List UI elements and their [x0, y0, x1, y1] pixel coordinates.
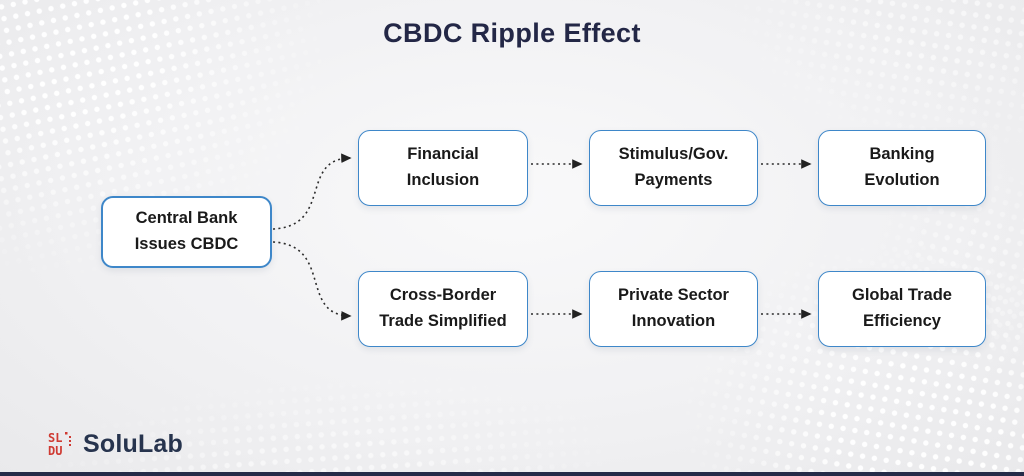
- brand-name: SoluLab: [83, 430, 184, 458]
- node-label-line: Central Bank: [135, 209, 238, 228]
- node-label-line: Inclusion: [406, 171, 480, 189]
- connector-root-to-financial-inclusion: [272, 153, 352, 230]
- solulab-logo: SL DU SoluLab: [48, 430, 183, 459]
- node-label-line: Private Sector: [618, 286, 729, 305]
- node-label-line: Issues CBDC: [134, 235, 239, 253]
- node-banking-evolution: Banking Evolution: [818, 130, 986, 206]
- connector-root-to-cross-border: [272, 241, 352, 321]
- node-private-sector-innovation: Private Sector Innovation: [589, 271, 758, 347]
- node-central-bank-issues-cbdc: Central Bank Issues CBDC: [101, 196, 272, 268]
- node-label-line: Payments: [634, 171, 713, 189]
- node-label-line: Innovation: [631, 312, 716, 330]
- node-stimulus-gov-payments: Stimulus/Gov. Payments: [589, 130, 758, 206]
- node-label-line: Global Trade: [852, 286, 952, 305]
- node-label-line: Financial: [407, 145, 479, 164]
- node-cross-border-trade-simplified: Cross-Border Trade Simplified: [358, 271, 528, 347]
- node-label-line: Stimulus/Gov.: [618, 145, 729, 164]
- node-label-line: Banking: [869, 145, 935, 164]
- node-label-line: Evolution: [864, 171, 940, 189]
- node-label-line: Cross-Border: [389, 286, 497, 305]
- node-label-line: Trade Simplified: [379, 312, 507, 330]
- node-global-trade-efficiency: Global Trade Efficiency: [818, 271, 986, 347]
- svg-text:SL: SL: [48, 431, 62, 445]
- page-title: CBDC Ripple Effect: [383, 18, 641, 48]
- node-label-line: Efficiency: [863, 312, 941, 330]
- svg-text:DU: DU: [48, 444, 62, 458]
- bottom-accent-bar: [0, 472, 1024, 476]
- node-financial-inclusion: Financial Inclusion: [358, 130, 528, 206]
- solulab-logo-icon: SL DU: [48, 431, 71, 458]
